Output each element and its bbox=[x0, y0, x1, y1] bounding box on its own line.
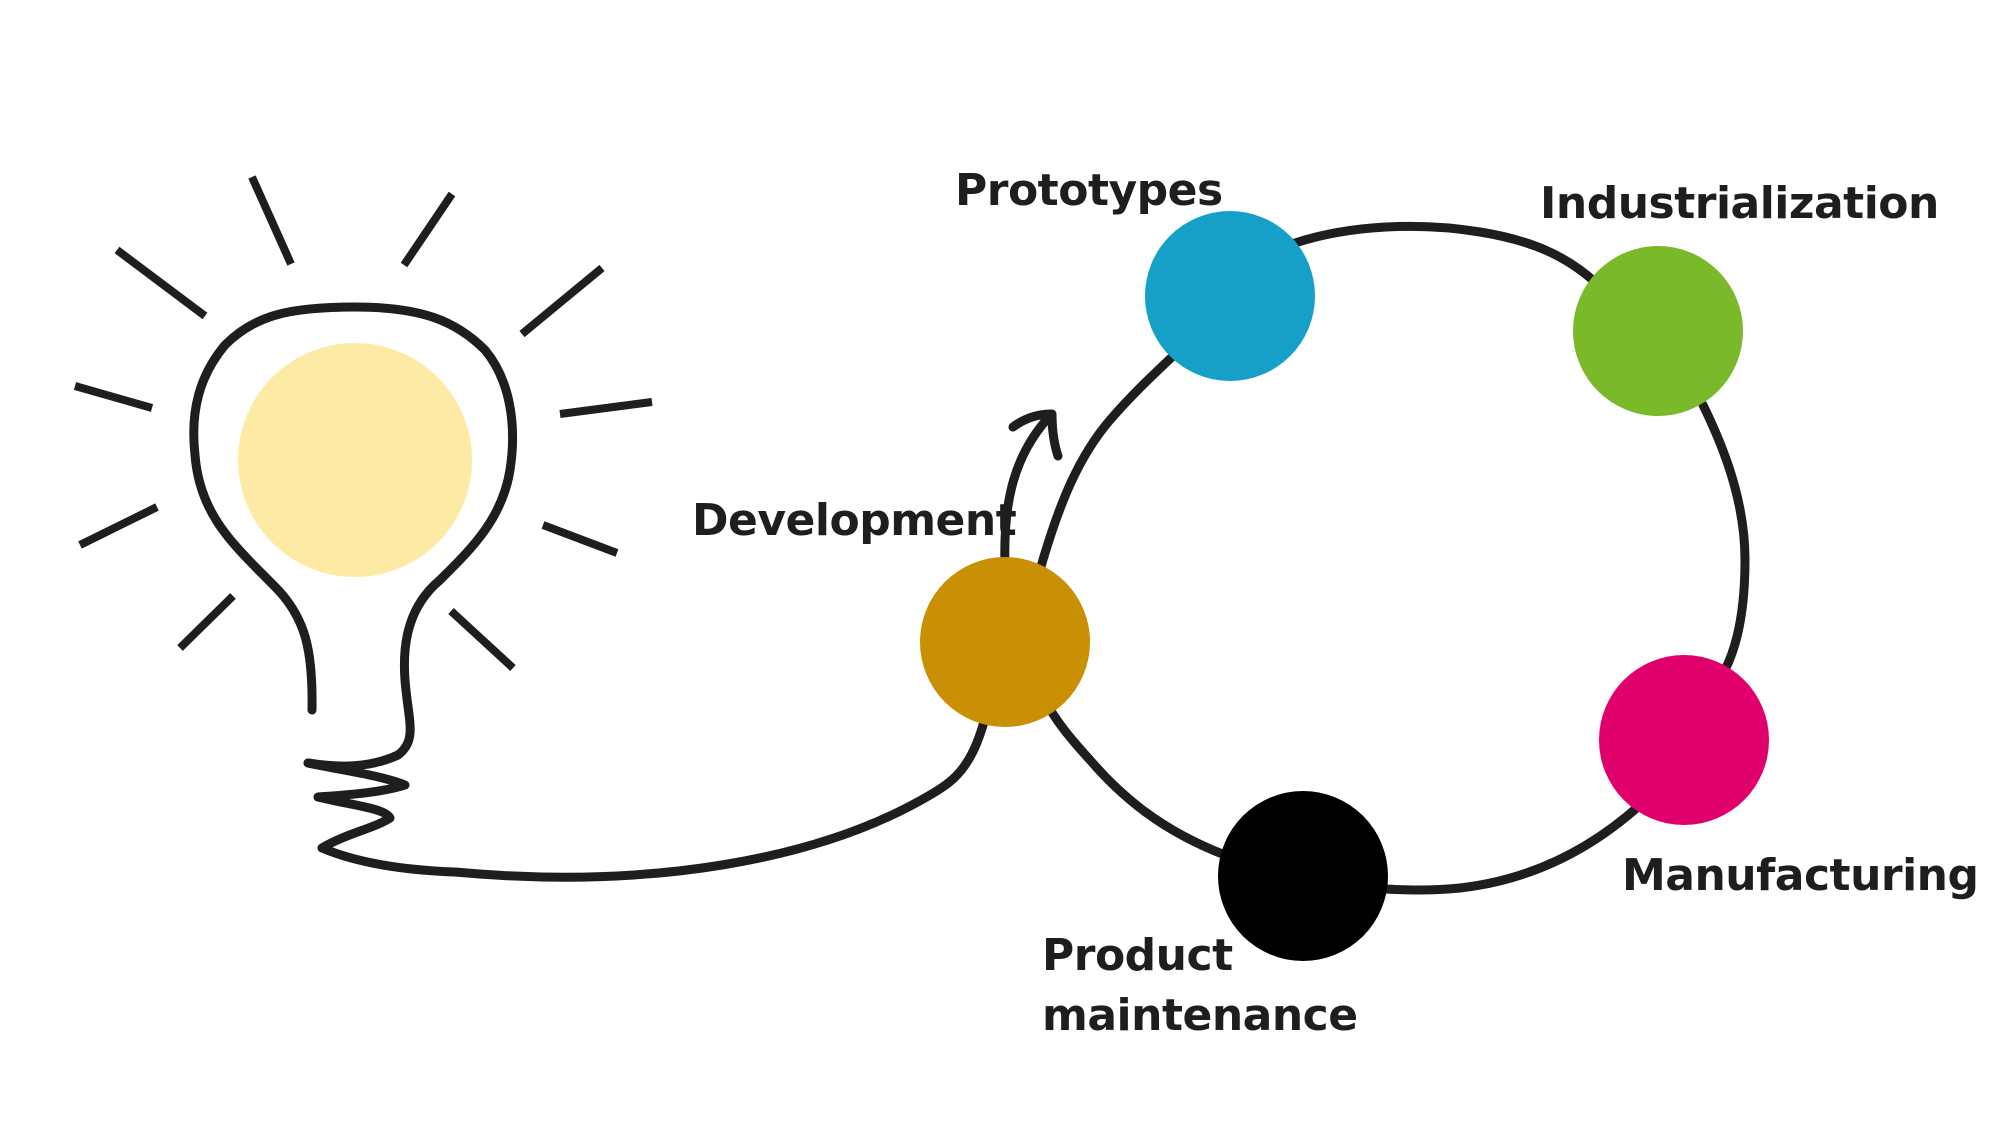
lifecycle-loop bbox=[1040, 695, 1230, 860]
lifecycle-loop bbox=[1380, 800, 1645, 895]
bulb-ray bbox=[400, 191, 456, 268]
stage-label-development: Development bbox=[692, 495, 1017, 546]
development-to-prototypes-arrow bbox=[1000, 413, 1053, 570]
stage-label-prototypes: Prototypes bbox=[955, 165, 1223, 216]
bulb-ray bbox=[541, 521, 619, 557]
stage-node-manufacturing[interactable] bbox=[1599, 655, 1769, 825]
lifecycle-loop bbox=[1290, 221, 1600, 287]
bulb-ray bbox=[248, 175, 295, 266]
bulb-ray bbox=[559, 398, 653, 418]
stage-label-industrialization: Industrialization bbox=[1540, 178, 1939, 229]
idea-to-development-connector bbox=[450, 630, 1005, 882]
bulb-outline bbox=[189, 302, 518, 771]
bulb-ray bbox=[177, 593, 236, 651]
bulb-glow bbox=[238, 343, 472, 577]
bulb-screw bbox=[303, 758, 460, 877]
stage-node-prototypes[interactable] bbox=[1145, 211, 1315, 381]
stage-label-product-maintenance-line2: maintenance bbox=[1042, 990, 1358, 1041]
bulb-ray bbox=[73, 382, 154, 412]
stage-node-industrialization[interactable] bbox=[1573, 246, 1743, 416]
stage-label-manufacturing: Manufacturing bbox=[1622, 850, 1979, 901]
stage-node-product-maintenance[interactable] bbox=[1218, 791, 1388, 961]
bulb-ray bbox=[519, 264, 605, 338]
bulb-ray bbox=[114, 246, 208, 320]
lifecycle-loop bbox=[1698, 400, 1750, 675]
arrow-head-icon bbox=[1008, 409, 1063, 461]
bulb-ray bbox=[78, 503, 159, 549]
stage-label-product-maintenance-line1: Product bbox=[1042, 930, 1233, 981]
lifecycle-loop bbox=[1035, 325, 1205, 575]
light-bulb-icon bbox=[73, 175, 653, 877]
stage-node-development[interactable] bbox=[920, 557, 1090, 727]
bulb-ray bbox=[448, 608, 516, 671]
